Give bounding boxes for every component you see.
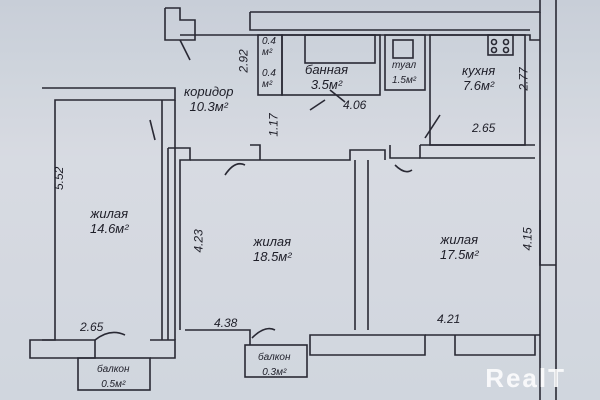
dimension-living3-height: 4.15 xyxy=(520,227,535,251)
dimension-living2-width: 4.38 xyxy=(214,316,238,330)
room-label-living-1: жилая 14.6м² xyxy=(90,206,129,236)
room-label-toilet: туал 1.5м² xyxy=(392,58,416,88)
room-name: банная xyxy=(305,62,349,77)
dimension-living1-height: 5.52 xyxy=(52,166,66,190)
room-area: 14.6м² xyxy=(90,221,129,236)
room-name: жилая xyxy=(440,232,479,247)
room-label-balcony-1: балкон 0.5м² xyxy=(97,362,130,392)
room-label-kitchen: кухня 7.6м² xyxy=(462,63,495,93)
dimension-bath-width: 4.06 xyxy=(343,98,367,112)
room-name: туал xyxy=(392,60,417,71)
room-area: 17.5м² xyxy=(440,247,479,262)
room-area: 3.5м² xyxy=(310,77,343,92)
room-label-bathroom: банная 3.5м² xyxy=(305,62,348,92)
room-name: кухня xyxy=(462,63,496,78)
dimension-living1-width: 2.65 xyxy=(80,320,104,334)
realt-watermark: RealT xyxy=(485,363,566,393)
dimension-corridor-height: 2.92 xyxy=(236,49,251,73)
dimension-corridor-width: 1.17 xyxy=(266,113,281,137)
room-area: 0.5м² xyxy=(101,379,126,390)
room-name: коридор xyxy=(184,84,234,99)
dimension-closet-bottom: 0.4 м² xyxy=(262,68,276,90)
dimension-kitchen-width: 2.65 xyxy=(472,121,496,135)
room-name: жилая xyxy=(90,206,129,221)
room-label-corridor: коридор 10.3м² xyxy=(184,84,233,114)
room-name: жилая xyxy=(253,234,292,249)
room-label-living-2: жилая 18.5м² xyxy=(253,234,292,264)
room-area: 10.3м² xyxy=(189,99,229,114)
room-label-living-3: жилая 17.5м² xyxy=(440,232,479,262)
room-area: 1.5м² xyxy=(392,75,417,86)
dimension-closet-top: 0.4 м² xyxy=(262,36,276,58)
dimension-living3-width: 4.21 xyxy=(437,312,461,326)
room-name: балкон xyxy=(258,352,291,363)
room-label-balcony-2: балкон 0.3м² xyxy=(258,350,291,380)
room-area: 7.6м² xyxy=(462,78,495,93)
room-area: 0.3м² xyxy=(262,367,287,378)
dimension-kitchen-height: 2.77 xyxy=(516,67,531,91)
room-area: 18.5м² xyxy=(253,249,292,264)
dimension-living2-height: 4.23 xyxy=(191,229,206,253)
room-name: балкон xyxy=(97,364,130,375)
